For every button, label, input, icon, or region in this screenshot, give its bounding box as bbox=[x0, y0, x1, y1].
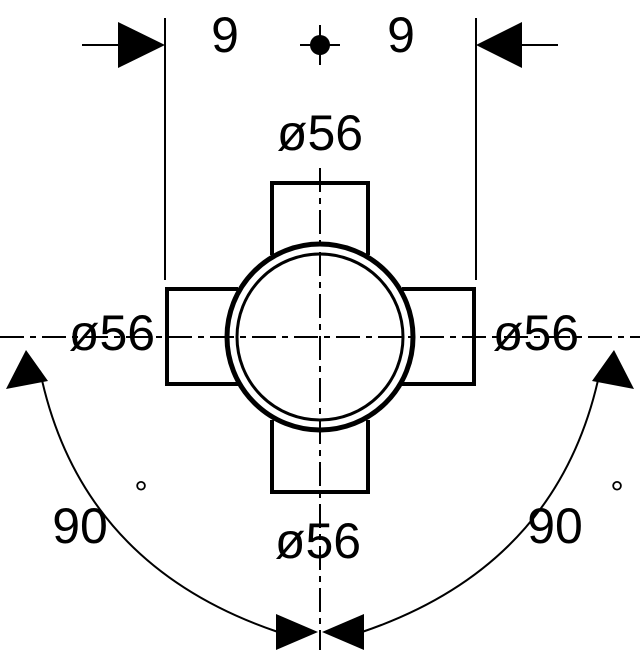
diameter-bottom-label: ø56 bbox=[275, 513, 361, 569]
cross-fitting bbox=[0, 168, 640, 650]
angle-left-unit: ° bbox=[134, 475, 148, 513]
angle-dimensions: 90 ° 90 ° bbox=[6, 350, 634, 650]
left-dimension-arrowhead bbox=[118, 22, 165, 68]
left-branch bbox=[165, 287, 238, 386]
diameter-left-label: ø56 bbox=[69, 305, 155, 361]
left-angle-arc bbox=[39, 370, 279, 633]
right-angle-arc bbox=[361, 370, 601, 633]
offset-right-label: 9 bbox=[387, 7, 415, 63]
right-dimension-arrowhead bbox=[476, 22, 522, 68]
angle-right-value: 90 bbox=[527, 498, 583, 554]
left-arc-bottom-arrowhead bbox=[276, 614, 318, 650]
left-arc-top-arrowhead bbox=[6, 350, 48, 389]
right-arc-bottom-arrowhead bbox=[322, 614, 364, 650]
right-arc-top-arrowhead bbox=[592, 350, 634, 389]
angle-left-value: 90 bbox=[52, 498, 108, 554]
top-offset-dimension: 9 9 bbox=[82, 7, 558, 280]
diameter-right-label: ø56 bbox=[493, 305, 579, 361]
offset-left-label: 9 bbox=[211, 7, 239, 63]
angle-right-unit: ° bbox=[610, 475, 624, 513]
diameter-top-label: ø56 bbox=[277, 105, 363, 161]
